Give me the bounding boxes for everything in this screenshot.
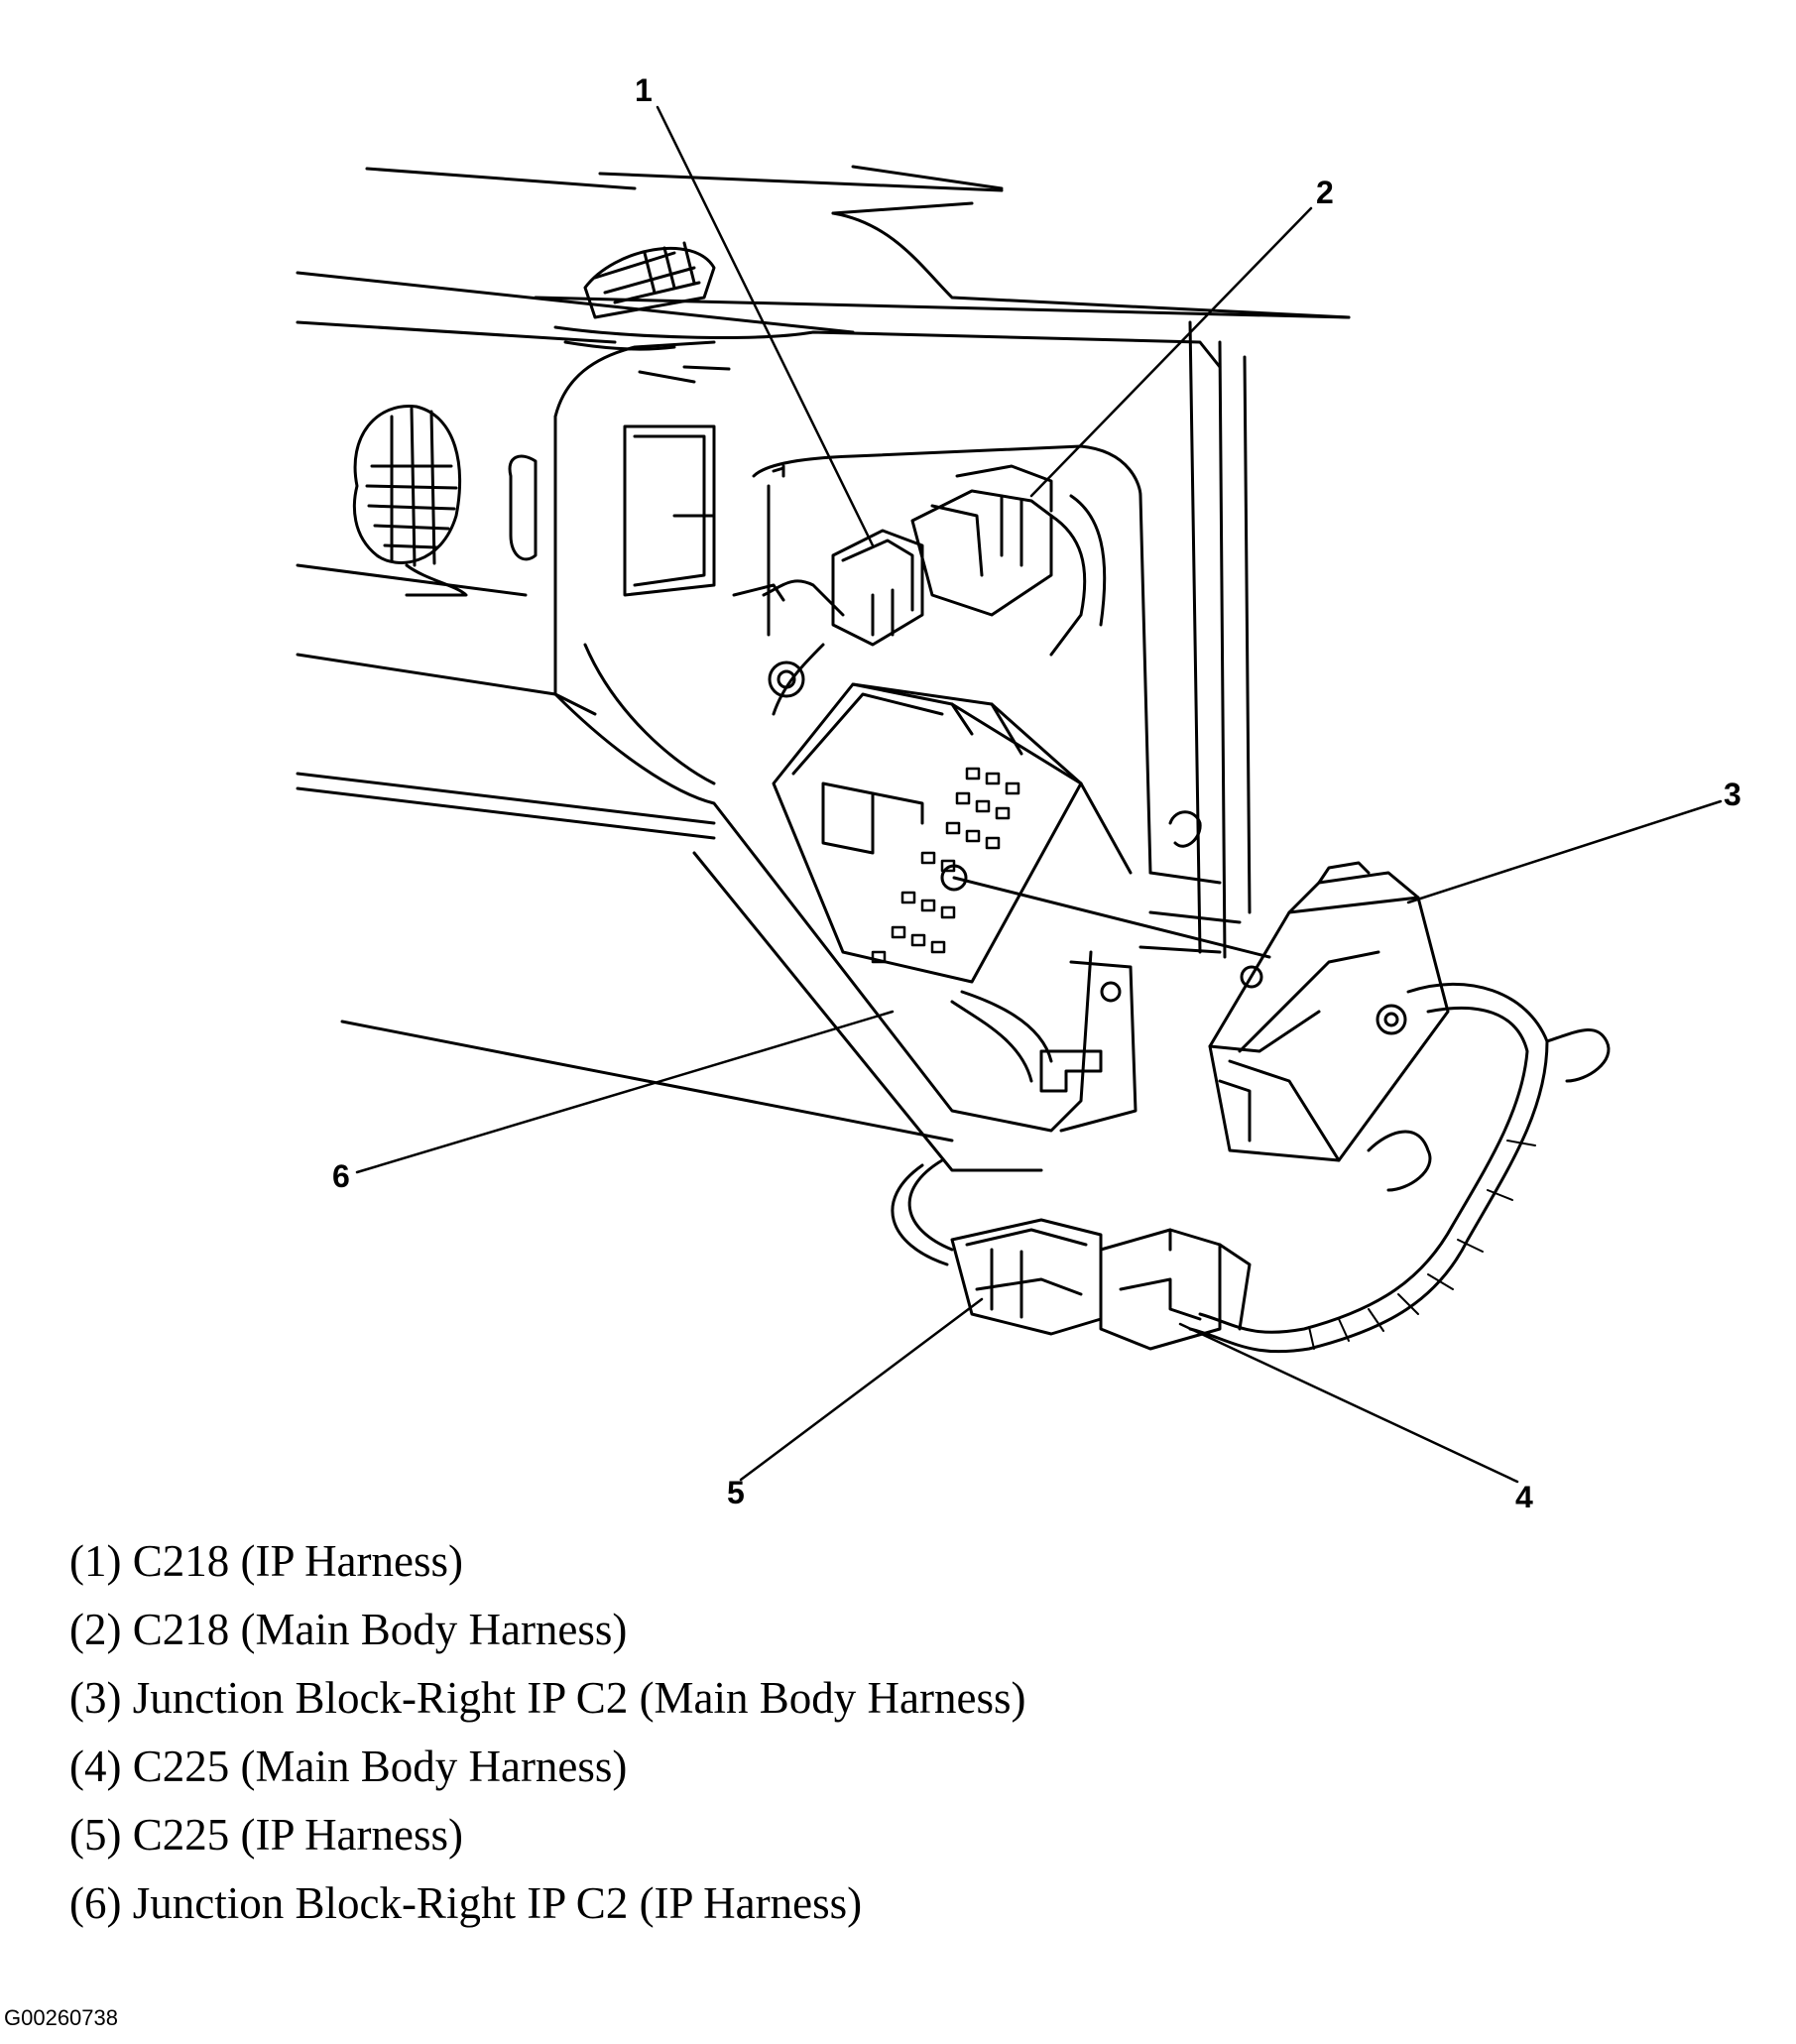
legend-item: (5) C225 (IP Harness) [69,1810,464,1860]
callout-3: 3 [1724,777,1741,812]
leader-line-5 [739,1297,984,1482]
legend-item: (2) C218 (Main Body Harness) [69,1605,628,1654]
junction-block-drawing [772,682,1271,1083]
callout-2: 2 [1316,175,1334,210]
leader-line-6 [355,1010,895,1174]
legend-item: (6) Junction Block-Right IP C2 (IP Harne… [69,1878,863,1928]
legend-item: (4) C225 (Main Body Harness) [69,1742,628,1791]
callout-6: 6 [332,1158,350,1194]
callout-leaders [355,105,1723,1484]
callout-5: 5 [727,1475,745,1507]
instrument-panel-drawing [296,165,1351,1172]
legend-item: (3) Junction Block-Right IP C2 (Main Bod… [69,1673,1026,1723]
component-legend: (1) C218 (IP Harness) (2) C218 (Main Bod… [69,1527,1026,1938]
legend-item: (1) C218 (IP Harness) [69,1536,464,1586]
connector-c218-drawing [732,464,1107,716]
callout-1: 1 [635,72,653,108]
callout-numbers: 1 2 3 4 5 6 [332,72,1741,1507]
callout-4: 4 [1515,1480,1533,1507]
leader-line-2 [1029,206,1313,498]
connector-3-drawing [1208,861,1450,1162]
figure-id: G00260738 [4,2005,118,2030]
leader-line-4 [1178,1322,1519,1484]
leader-line-1 [656,105,875,547]
wiring-harness-illustration: 1 2 3 4 5 6 [296,72,1741,1507]
connector-c225-drawing [950,1218,1252,1351]
wire-harness-drawing [891,982,1611,1354]
leader-line-3 [1406,799,1723,904]
